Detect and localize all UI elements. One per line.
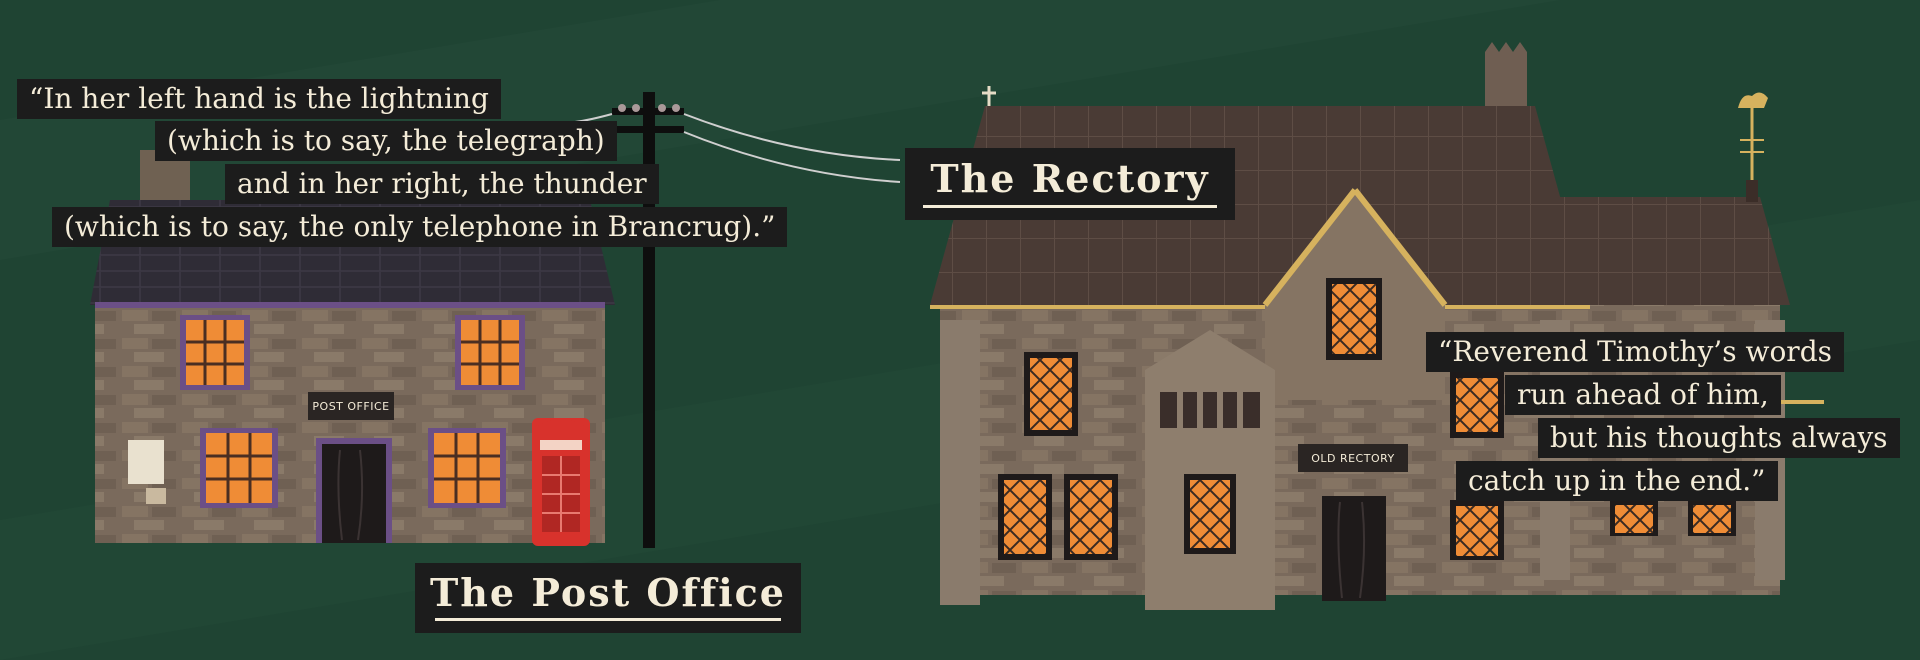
telephone-box — [532, 418, 590, 546]
post-office-quote-line-3: and in her right, the thunder — [225, 164, 659, 204]
rectory-quote-line-4: catch up in the end.” — [1456, 461, 1778, 501]
post-office-sign: POST OFFICE — [312, 400, 389, 413]
post-office-door — [322, 444, 386, 543]
post-office-title: The Post Office — [415, 563, 801, 633]
old-rectory-sign: OLD RECTORY — [1311, 452, 1395, 465]
rectory-title: The Rectory — [905, 148, 1235, 220]
telegraph-pole — [574, 92, 901, 548]
rectory-chimney — [1485, 52, 1527, 112]
post-office-quote-line-4: (which is to say, the only telephone in … — [52, 207, 788, 247]
post-office-title-underline — [435, 618, 781, 621]
rectory-quote-line-1: “Reverend Timothy’s words — [1426, 332, 1844, 372]
post-office-title-text: The Post Office — [430, 570, 786, 615]
post-office-building: POST OFFICE — [90, 150, 615, 546]
rectory-title-underline — [923, 205, 1217, 208]
post-office-quote-line-1: “In her left hand is the lightning — [17, 79, 501, 119]
rectory-door — [1322, 496, 1386, 601]
rectory-quote-line-3: but his thoughts always — [1538, 418, 1900, 458]
weathervane-icon — [1738, 92, 1768, 202]
post-office-quote-line-2: (which is to say, the telegraph) — [155, 121, 617, 161]
rectory-quote-line-2: run ahead of him, — [1505, 375, 1781, 415]
rectory-title-text: The Rectory — [930, 156, 1210, 201]
